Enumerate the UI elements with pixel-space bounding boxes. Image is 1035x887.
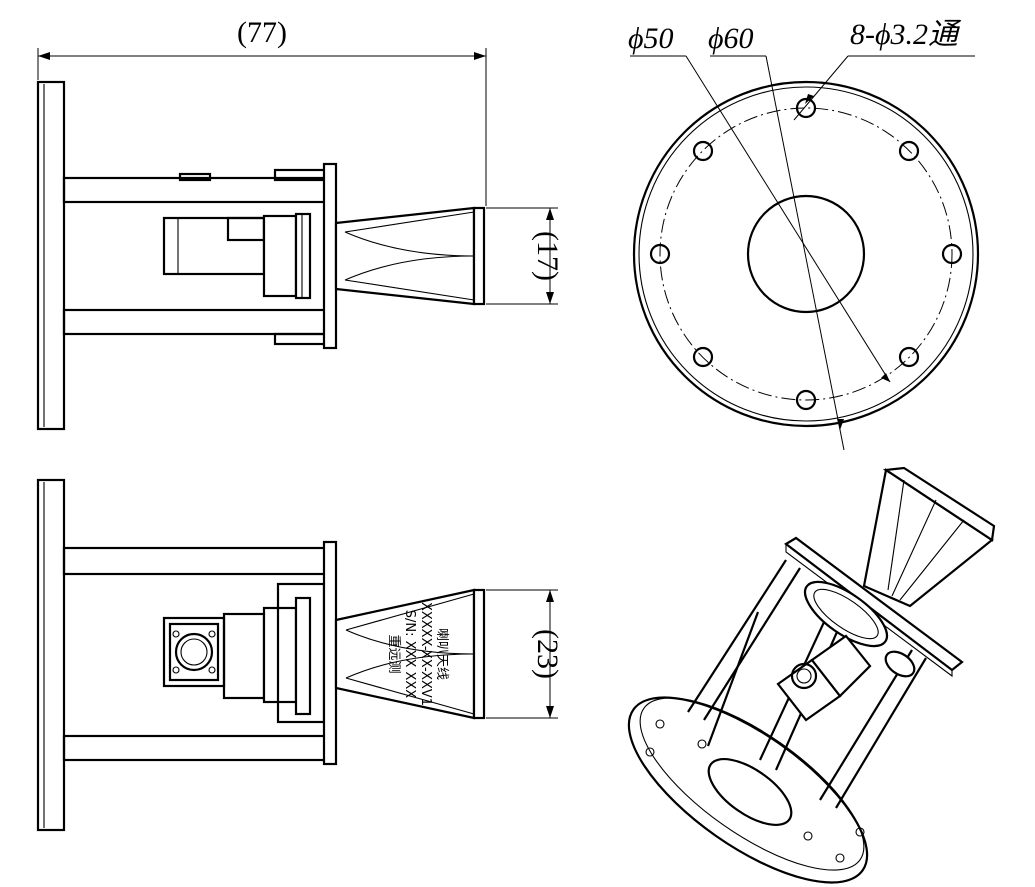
front-flange-lower <box>322 540 338 766</box>
isometric-view <box>627 466 996 884</box>
side-view-top: (77) (17) <box>36 16 564 431</box>
bolt-hole <box>692 346 714 368</box>
bolt-hole <box>795 389 817 411</box>
iso-base-flange <box>627 696 869 884</box>
nameplate-line1: 喇叭天线 <box>434 628 449 680</box>
support-rod-upper <box>62 176 328 204</box>
aperture-dim-top: (17) <box>531 231 564 281</box>
bolt-circle <box>659 107 953 401</box>
nameplate-line2: XXXXX-XX-XXV1 <box>418 602 433 706</box>
mounting-flange <box>36 80 66 431</box>
nameplate-line3: S/N: XXX XXX <box>402 610 417 699</box>
bolt-hole <box>898 346 920 368</box>
front-flange <box>322 162 338 350</box>
center-bore <box>746 194 866 314</box>
sma-connector <box>162 616 226 688</box>
bolt-hole <box>649 243 671 265</box>
outer-flange-circle <box>632 80 980 428</box>
connector-body <box>162 216 266 276</box>
side-view-bottom: 喇叭天线 XXXXX-XX-XXV1 S/N: XXX XXX 重远测 (23) <box>36 478 564 832</box>
bolt-hole <box>898 140 920 162</box>
front-view: ϕ50 ϕ60 8-ϕ3.2通 <box>628 18 980 451</box>
support-rod-lower-2 <box>62 734 328 762</box>
nameplate-line4: 重远测 <box>386 634 402 673</box>
bolt-hole <box>795 97 817 119</box>
holes-label: 8-ϕ3.2通 <box>850 18 962 51</box>
bolt-hole <box>941 243 963 265</box>
iso-top-plate <box>784 536 964 672</box>
bolt-circle-outer-label: ϕ60 <box>708 22 754 55</box>
support-rod-lower <box>62 308 328 336</box>
support-rod-upper-2 <box>62 546 328 576</box>
bolt-hole <box>692 140 714 162</box>
aperture-dim-bottom: (23) <box>531 629 564 679</box>
overall-length-dim: (77) <box>237 16 287 49</box>
nameplate: 喇叭天线 XXXXX-XX-XXV1 S/N: XXX XXX 重远测 <box>386 602 449 706</box>
mounting-flange-lower <box>36 478 66 832</box>
bolt-circle-inner-label: ϕ50 <box>628 22 674 55</box>
